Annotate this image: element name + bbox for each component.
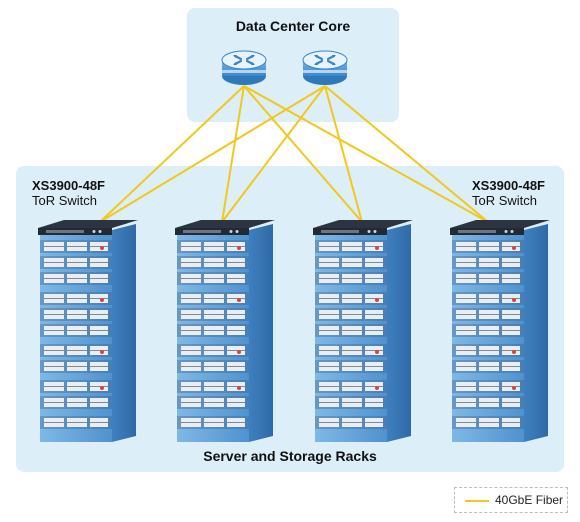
fiber-link xyxy=(99,85,326,223)
tor-model: XS3900-48F xyxy=(32,178,105,193)
tor-switch-label-left: XS3900-48F ToR Switch xyxy=(32,178,105,208)
fiber-link xyxy=(243,85,363,223)
legend: 40GbE Fiber xyxy=(454,487,568,513)
fiber-link xyxy=(221,85,245,223)
router-icon xyxy=(301,49,349,87)
fiber-link xyxy=(243,85,489,223)
tor-role: ToR Switch xyxy=(32,193,98,208)
tor-role: ToR Switch xyxy=(472,193,538,208)
router-icon xyxy=(220,49,268,87)
fiber-link xyxy=(99,85,245,223)
fiber-link xyxy=(324,85,363,223)
tor-switch-label-right: XS3900-48F ToR Switch xyxy=(472,178,545,208)
fiber-link xyxy=(324,85,489,223)
tor-model: XS3900-48F xyxy=(472,178,545,193)
fiber-links xyxy=(99,85,489,223)
racks-title: Server and Storage Racks xyxy=(203,448,377,464)
server-rack-icon xyxy=(38,220,138,442)
server-rack-icon xyxy=(313,220,413,442)
legend-label: 40GbE Fiber xyxy=(495,493,564,507)
core-title: Data Center Core xyxy=(235,18,351,34)
fiber-link xyxy=(221,85,326,223)
server-rack-icon xyxy=(175,220,275,442)
legend-fiber-swatch xyxy=(465,500,489,502)
server-rack-icon xyxy=(450,220,550,442)
